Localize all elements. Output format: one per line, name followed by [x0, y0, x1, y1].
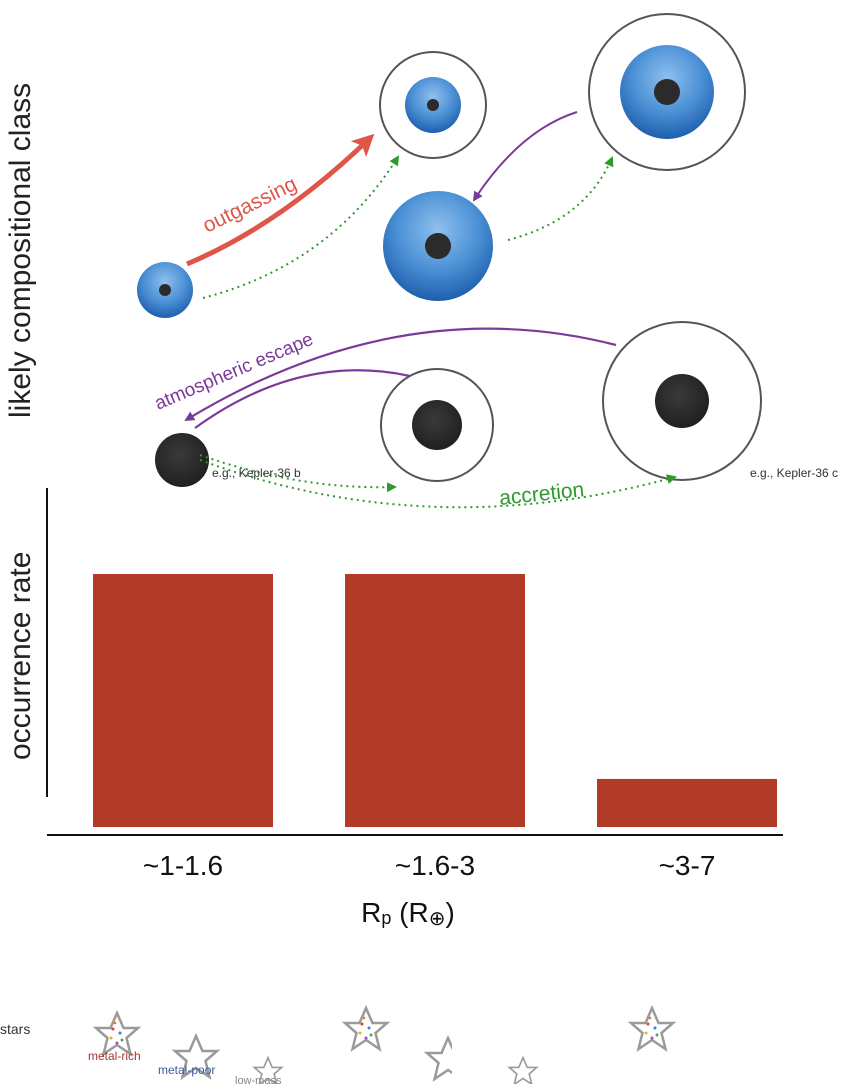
top-axis-label: likely compositional class: [4, 82, 37, 418]
outgassing-arrow: [186, 133, 375, 267]
tick-labels: ~1-1.6 ~1.6-3 ~3-7: [143, 850, 716, 881]
low-mass-label: low-mass: [235, 1075, 282, 1084]
star-metal-rich-3-icon: [629, 1006, 675, 1051]
x-axis-label: Rp (R⊕): [361, 897, 455, 930]
x-tick-label-1: ~1-1.6: [143, 850, 223, 881]
bar-1: [93, 574, 273, 827]
escape-arrow-upper: [472, 111, 578, 202]
metal-rich-label: metal-rich: [88, 1049, 141, 1063]
stars-label: stars: [0, 1021, 30, 1037]
accretion-label: accretion: [498, 478, 585, 510]
y-axis-label: occurrence rate: [4, 551, 37, 760]
accretion-arrow-lower-long: [199, 459, 677, 509]
small-ocean-planet-core: [159, 284, 171, 296]
bar-2: [345, 574, 525, 827]
ocean-planet-small-core: [427, 99, 439, 111]
escape-arrow-lower-short: [194, 369, 411, 429]
large-ocean-planet-core: [425, 233, 451, 259]
x-tick-label-2: ~1.6-3: [395, 850, 475, 881]
escape-arrow-lower-long: [184, 327, 617, 422]
envelope-planet-large-core: [655, 374, 709, 428]
outgassing-label: outgassing: [199, 172, 300, 237]
star-metal-rich-2-icon: [343, 1006, 389, 1051]
envelope-planet-small-core: [412, 400, 462, 450]
accretion-arrow-upper-left: [202, 155, 400, 299]
x-tick-label-3: ~3-7: [659, 850, 716, 881]
metal-poor-label: metal-poor: [158, 1063, 215, 1077]
atmospheric-escape-label: atmospheric escape: [152, 329, 317, 415]
ocean-planet-large-core: [654, 79, 680, 105]
rocky-planet: [155, 433, 209, 487]
bar-series: [93, 574, 777, 827]
kepler-36b-label: e.g., Kepler-36 b: [212, 466, 301, 480]
star-occluder: [452, 1030, 494, 1084]
accretion-arrow-lower-short: [199, 454, 397, 493]
star-low-mass-2-icon: [508, 1056, 538, 1084]
bar-3: [597, 778, 777, 827]
star-metal-rich-1-icon: [94, 1011, 140, 1056]
accretion-arrow-upper-right: [507, 156, 614, 241]
kepler-36c-label: e.g., Kepler-36 c: [750, 466, 838, 480]
